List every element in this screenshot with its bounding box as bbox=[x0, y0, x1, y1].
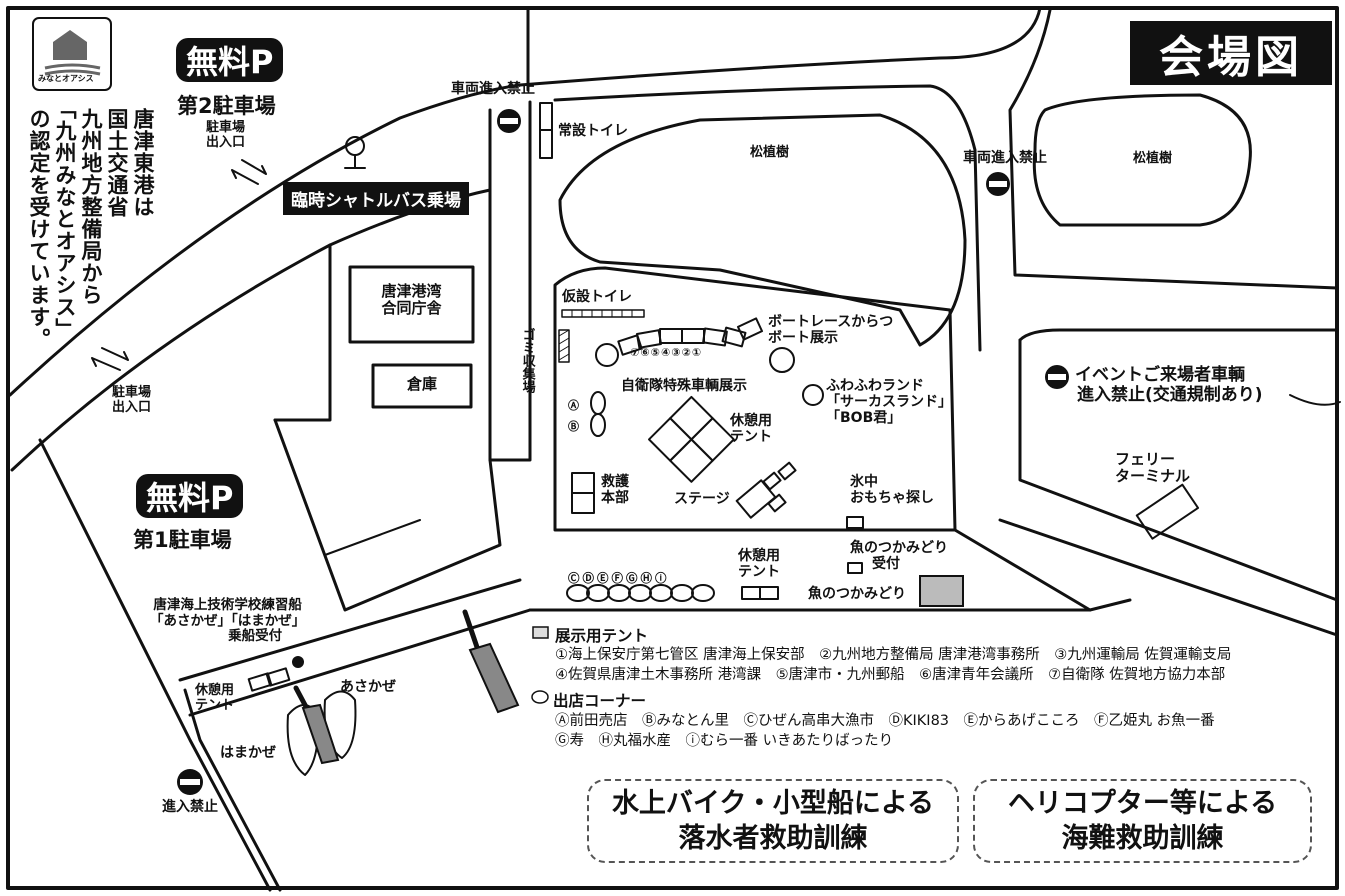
filled-marks bbox=[177, 109, 1069, 795]
no-entry-signs bbox=[177, 109, 1069, 795]
lot-line-c bbox=[324, 519, 421, 556]
parking1-badge: 無料P bbox=[136, 474, 244, 518]
legend-shop-line-1: Ⓐ前田売店 Ⓑみなとん里 Ⓒひぜん高串大漁市 ⒹKIKI83 Ⓔからあげこころ … bbox=[555, 713, 1215, 729]
sdf-vehicles-label: 自衛隊特殊車輌展示 bbox=[621, 378, 747, 394]
fuwafuwa-label: ふわふわランド「サーカスランド」「BOB君」 bbox=[826, 378, 952, 427]
garbage-label: ゴミ収集場 bbox=[519, 328, 535, 393]
left-entrance-label: 駐車場出入口 bbox=[112, 385, 152, 415]
oasis-note-3: 九州地方整備局から bbox=[79, 108, 104, 306]
government-office-box bbox=[348, 265, 475, 344]
logo-mark bbox=[32, 17, 112, 91]
rest-tent-label-3: 休憩用テント bbox=[195, 683, 235, 713]
legend-shop-line-2: Ⓖ寿 Ⓗ丸福水産 ⓘむら一番 いきあたりばったり bbox=[555, 733, 894, 749]
rest-tent-diamond bbox=[647, 395, 735, 483]
ferry-road bbox=[998, 518, 1339, 637]
fuwafuwa-circle bbox=[802, 384, 824, 406]
ferry-terminal-building bbox=[1135, 483, 1200, 540]
asakaze-label: あさかぜ bbox=[340, 679, 396, 695]
pine-grove-2 bbox=[1032, 93, 1252, 227]
ferry-terminal-label: フェリーターミナル bbox=[1115, 450, 1191, 486]
road-top-upper bbox=[518, 6, 1042, 87]
boat-exhibit-label: ボートレースからつボート展示 bbox=[768, 314, 894, 347]
no-vehicle-label-1: 車両進入禁止 bbox=[451, 81, 535, 97]
pine-grove-1 bbox=[558, 113, 967, 347]
ferry-area-top bbox=[1018, 328, 1339, 342]
temp-toilet-label: 仮設トイレ bbox=[562, 289, 632, 305]
rest-tent-label-1: 休憩用テント bbox=[730, 413, 772, 446]
fish-catch-label: 魚のつかみどり bbox=[808, 586, 906, 602]
ice-toy-label: 氷中おもちゃ探し bbox=[850, 474, 934, 507]
stage-label: ステージ bbox=[674, 491, 730, 507]
rest-tent-label-2: 休憩用テント bbox=[738, 548, 780, 581]
parking1-name: 第1駐車場 bbox=[133, 528, 232, 552]
lot-line-a bbox=[273, 243, 332, 422]
temp-toilet-bar bbox=[561, 309, 645, 318]
parking2-name: 第2駐車場 bbox=[177, 94, 276, 118]
exhibit-tent-numbers: ⑦⑥⑤④③②① bbox=[630, 346, 703, 359]
pine-trees-label-1: 松植樹 bbox=[750, 145, 790, 160]
no-vehicle-label-2: 車両進入禁止 bbox=[963, 150, 1047, 166]
pine-trees-label-2: 松植樹 bbox=[1133, 151, 1173, 166]
logo-label: みなとオアシス bbox=[38, 74, 94, 83]
oasis-note-5: の認定を受けています。 bbox=[27, 108, 52, 350]
government-office-label: 唐津港湾合同庁舎 bbox=[381, 282, 442, 318]
fish-reception-label: 魚のつかみどり受付 bbox=[850, 540, 948, 573]
warehouse-label: 倉庫 bbox=[406, 375, 437, 393]
ship-hamakaze bbox=[286, 704, 320, 776]
permanent-toilet-label: 常設トイレ bbox=[558, 123, 628, 139]
boat-circle bbox=[769, 347, 795, 373]
road-vertical bbox=[488, 100, 532, 462]
sdf-vehicle-circle bbox=[595, 343, 619, 367]
quay-lower bbox=[188, 608, 532, 717]
quay-edge bbox=[183, 688, 282, 892]
exhibit-tents bbox=[617, 317, 764, 356]
legend-tent-line-2: ④佐賀県唐津土木事務所 港湾課 ⑤唐津市・九州郵船 ⑥唐津青年会議所 ⑦自衛隊 … bbox=[555, 667, 1226, 683]
road-diagonal-upper bbox=[8, 83, 522, 397]
legend-tent-line-1: ①海上保安庁第七管区 唐津海上保安部 ②九州地方整備局 唐津港湾事務所 ③九州運… bbox=[555, 647, 1232, 663]
venue-se-edge bbox=[953, 528, 1092, 612]
parking2-badge: 無料P bbox=[176, 38, 284, 82]
quay-upper bbox=[178, 578, 522, 682]
first-aid-label: 救護本部 bbox=[601, 474, 629, 507]
event-no-entry-label: イベントご来場者車輌進入禁止(交通規制あり) bbox=[1075, 365, 1263, 405]
map-frame bbox=[6, 6, 1339, 890]
training-ship-label: 唐津海上技術学校練習船「あさかぜ」「はまかぜ」乗船受付 bbox=[150, 597, 306, 645]
stall-ci-ovals bbox=[566, 584, 715, 602]
oasis-note-4: 「九州みなとオアシス」 bbox=[53, 98, 78, 340]
road-left-lower bbox=[38, 438, 272, 892]
stage-shapes bbox=[735, 461, 797, 519]
parking2-entrance: 駐車場出入口 bbox=[206, 120, 246, 150]
entrance-arrows bbox=[91, 159, 267, 371]
road-top-lower bbox=[553, 84, 982, 352]
no-entry-label: 進入禁止 bbox=[162, 799, 218, 815]
stall-ci-labels: ⒸⒹⒺⒻⒼⒽⓘ bbox=[568, 571, 670, 585]
warehouse-box bbox=[371, 363, 473, 409]
callout-water-rescue: 水上バイク・小型船による落水者救助訓練 bbox=[587, 779, 959, 863]
legend-tent-title: 展示用テント bbox=[555, 627, 649, 645]
oasis-note-1: 唐津東港は bbox=[131, 108, 156, 218]
map-title: 会場図 bbox=[1130, 21, 1332, 85]
hamakaze-label: はまかぜ bbox=[220, 745, 276, 761]
lot-line-b bbox=[273, 418, 502, 612]
oasis-note-2: 国土交通省 bbox=[105, 108, 130, 218]
shuttle-bus-stop: 臨時シャトルバス乗場 bbox=[283, 182, 469, 215]
ferry-area-edge bbox=[1018, 338, 1339, 602]
road-right-upper bbox=[1008, 8, 1339, 290]
callout-helicopter-rescue: ヘリコプター等による海難救助訓練 bbox=[973, 779, 1312, 863]
legend-shop-title: 出店コーナー bbox=[553, 692, 647, 710]
